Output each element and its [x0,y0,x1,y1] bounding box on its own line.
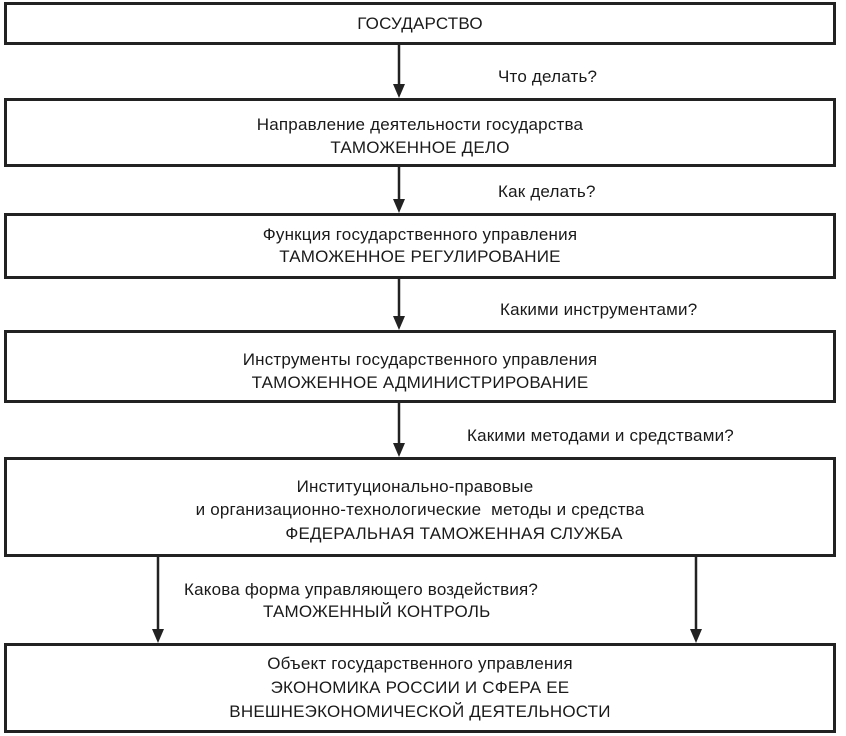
arrow-methods-to-object-right [690,557,702,643]
arrow-direction-to-function [393,167,405,213]
box-instruments-label: Инструменты государственного управления [242,350,598,369]
arrow-state-to-direction [393,45,405,98]
box-function: Функция государственного управления ТАМО… [4,213,836,279]
box-object: Объект государственного управления ЭКОНО… [4,643,836,733]
box-direction-label: Направление деятельности государства [256,115,584,134]
box-instruments-title: ТАМОЖЕННОЕ АДМИНИСТРИРОВАНИЕ [251,373,589,392]
arrow-function-to-instruments [393,279,405,330]
question-instruments: Какими инструментами? [500,300,698,319]
question-what: Что делать? [498,67,598,86]
arrow-instruments-to-methods [393,403,405,457]
box-methods-label-2: и организационно-технологические методы … [195,500,645,519]
box-function-label: Функция государственного управления [262,225,578,244]
box-methods-title: ФЕДЕРАЛЬНАЯ ТАМОЖЕННАЯ СЛУЖБА [285,524,623,543]
box-state-title: ГОСУДАРСТВО [357,14,483,33]
box-instruments: Инструменты государственного управления … [4,330,836,403]
question-form: Какова форма управляющего воздействия? [184,580,539,599]
box-state: ГОСУДАРСТВО [4,2,836,45]
box-object-title-2: ВНЕШНЕЭКОНОМИЧЕСКОЙ ДЕЯТЕЛЬНОСТИ [229,702,611,721]
box-direction-title: ТАМОЖЕННОЕ ДЕЛО [330,138,510,157]
box-function-title: ТАМОЖЕННОЕ РЕГУЛИРОВАНИЕ [279,247,561,266]
arrow-methods-to-object-left [152,557,164,643]
box-direction: Направление деятельности государства ТАМ… [4,98,836,167]
box-object-title-1: ЭКОНОМИКА РОССИИ И СФЕРА ЕЕ [270,678,570,697]
control-label: ТАМОЖЕННЫЙ КОНТРОЛЬ [263,602,491,621]
question-methods: Какими методами и средствами? [467,426,734,445]
question-how: Как делать? [498,182,596,201]
box-methods: Институционально-правовые и организацион… [4,457,836,557]
box-object-label: Объект государственного управления [267,654,573,673]
box-methods-label-1: Институционально-правовые [296,477,534,496]
